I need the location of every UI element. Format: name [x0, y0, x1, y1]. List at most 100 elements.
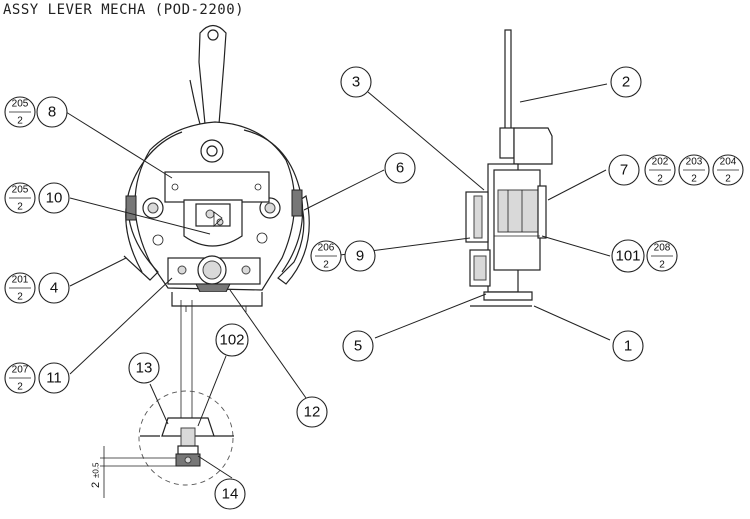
fraction-204-num: 204: [720, 157, 737, 168]
fraction-204-den: 2: [725, 174, 731, 185]
drawing-title: ASSY LEVER MECHA (POD-2200): [3, 2, 245, 18]
screw-left: [152, 234, 164, 246]
fraction-205-a: 205 2: [4, 96, 36, 128]
fraction-callouts: 205 2 205 2 201 2 207 2: [4, 96, 744, 394]
callout-3: 3: [340, 66, 372, 98]
detail-pin: [184, 456, 192, 464]
callout-11-label: 11: [46, 370, 62, 387]
bracket-screw-right: [241, 265, 251, 275]
fraction-202: 202 2: [644, 154, 676, 186]
fraction-208: 208 2: [646, 240, 678, 272]
callout-101-label: 101: [615, 248, 640, 265]
fraction-201-num: 201: [12, 275, 29, 286]
fraction-202-den: 2: [657, 174, 663, 185]
fraction-208-den: 2: [659, 260, 665, 271]
leader-11: [69, 277, 173, 375]
fraction-206-num: 206: [318, 243, 335, 254]
left-tab: [125, 195, 137, 221]
leader-14: [197, 455, 233, 479]
callout-12-label: 12: [304, 404, 321, 421]
callout-8-label: 8: [48, 104, 56, 121]
leader-4: [69, 257, 127, 287]
side-view: [465, 29, 553, 307]
lever-shadow: [189, 79, 201, 125]
plate-screw-left: [171, 183, 179, 191]
callout-9: 9: [344, 240, 376, 272]
fraction-203-num: 203: [686, 157, 703, 168]
fraction-201-den: 2: [17, 292, 23, 303]
side-lever-hub: [499, 127, 515, 159]
pivot-hole: [206, 145, 218, 157]
fraction-206-den: 2: [323, 260, 329, 271]
fraction-208-num: 208: [654, 243, 671, 254]
fraction-207: 207 2: [4, 362, 36, 394]
side-lever: [504, 29, 512, 141]
detail-bracket: [161, 417, 215, 437]
left-boss-core: [147, 202, 159, 214]
cam-screw: [205, 209, 215, 219]
callout-14-label: 14: [222, 486, 239, 503]
callout-3-label: 3: [352, 74, 360, 91]
bracket-screw-left: [177, 265, 187, 275]
dimension-tolerance: ±0.5: [92, 462, 101, 478]
cam-pin: [216, 218, 224, 226]
callout-4: 4: [38, 272, 70, 304]
callout-14: 14: [214, 478, 246, 510]
leader-101: [541, 235, 611, 257]
fraction-203: 203 2: [678, 154, 710, 186]
right-tab: [291, 189, 303, 217]
callout-2: 2: [610, 66, 642, 98]
leader-10: [69, 197, 211, 235]
fraction-207-den: 2: [17, 382, 23, 393]
fraction-205-b-den: 2: [17, 202, 23, 213]
detail-slider: [180, 427, 196, 447]
leader-102: [197, 355, 227, 427]
leader-1: [533, 305, 611, 341]
right-boss-core: [264, 202, 276, 214]
fraction-205-a-den: 2: [17, 116, 23, 127]
callout-13: 13: [128, 352, 160, 384]
screw-right: [256, 232, 268, 244]
callout-11: 11: [38, 362, 70, 394]
leader-5: [374, 293, 487, 339]
fraction-201: 201 2: [4, 272, 36, 304]
callout-6: 6: [384, 152, 416, 184]
detail-view: 2 ±0.5: [90, 390, 234, 498]
side-washer: [537, 185, 547, 239]
plate-screw-right: [254, 183, 262, 191]
callouts: 2 3 7 9 101 5: [36, 66, 645, 510]
leader-3: [367, 91, 485, 191]
fraction-203-den: 2: [691, 174, 697, 185]
fraction-205-a-num: 205: [12, 99, 29, 110]
fraction-205-b-num: 205: [12, 185, 29, 196]
callout-13-label: 13: [136, 360, 153, 377]
leader-13: [149, 383, 169, 425]
callout-101: 101: [611, 239, 645, 273]
bottom-foot: [171, 292, 263, 307]
front-view: [123, 24, 310, 418]
callout-12: 12: [296, 396, 328, 428]
side-roller-core: [473, 255, 487, 281]
callout-5: 5: [342, 330, 374, 362]
upper-plate: [164, 171, 270, 203]
detail-block: [177, 445, 199, 455]
leader-12: [229, 289, 307, 399]
detail-circle: [138, 390, 234, 486]
leader-8: [65, 111, 173, 179]
callout-102-label: 102: [219, 332, 244, 349]
side-shaft: [497, 189, 539, 233]
callout-8: 8: [36, 96, 68, 128]
lever-hole: [207, 29, 219, 41]
callout-7: 7: [608, 154, 640, 186]
fraction-205-b: 205 2: [4, 182, 36, 214]
fraction-207-num: 207: [12, 365, 29, 376]
callout-6-label: 6: [396, 160, 404, 177]
fraction-202-num: 202: [652, 157, 669, 168]
roller-inner: [202, 260, 222, 280]
leader-lines: [65, 83, 611, 479]
callout-7-label: 7: [620, 162, 628, 179]
roller-base: [195, 283, 231, 293]
side-foot: [483, 291, 533, 301]
side-knob: [513, 127, 553, 165]
